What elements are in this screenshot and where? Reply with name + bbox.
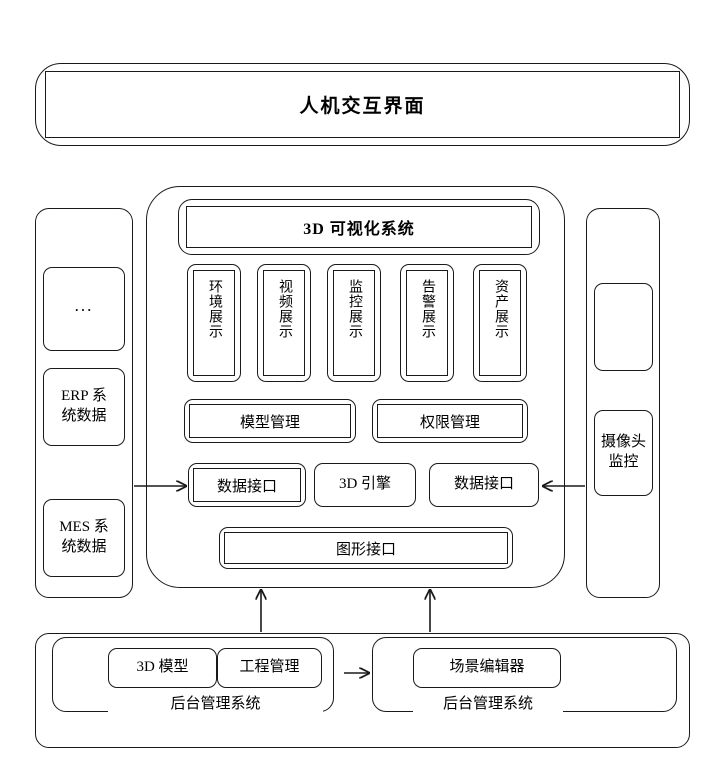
data-source-item-ellipsis[interactable]: ... [43, 267, 125, 351]
3d-engine[interactable]: 3D 引擎 [314, 463, 416, 507]
backend-item-project-management[interactable]: 工程管理 [217, 648, 322, 688]
display-module-video-label: 视频展示 [277, 279, 292, 339]
display-module-alarm-inner: 告警展示 [406, 270, 448, 376]
display-module-monitoring-inner: 监控展示 [333, 270, 375, 376]
backend-panel-right-caption: 后台管理系统 [413, 691, 563, 713]
graphics-interface-label: 图形接口 [224, 532, 508, 564]
camera-source-column [586, 208, 660, 598]
display-module-video-inner: 视频展示 [263, 270, 305, 376]
display-module-asset-label: 资产展示 [493, 279, 508, 339]
data-source-item-mes[interactable]: MES 系 统数据 [43, 499, 125, 577]
camera-source-item-empty[interactable] [594, 283, 653, 371]
data-interface-left-label: 数据接口 [193, 468, 301, 502]
display-module-monitoring-label: 监控展示 [347, 279, 362, 339]
backend-item-scene-editor[interactable]: 场景编辑器 [413, 648, 561, 688]
permission-management-label: 权限管理 [377, 404, 523, 438]
display-module-alarm-label: 告警展示 [420, 279, 435, 339]
hci-interface-title: 人机交互界面 [45, 71, 680, 138]
3d-visualization-system-label: 3D 可视化系统 [186, 206, 532, 248]
model-management-label: 模型管理 [189, 404, 351, 438]
display-module-environment-label: 环境展示 [207, 279, 222, 339]
data-source-item-erp[interactable]: ERP 系 统数据 [43, 368, 125, 446]
camera-source-item-camera[interactable]: 摄像头 监控 [594, 410, 653, 496]
display-module-environment-inner: 环境展示 [193, 270, 235, 376]
ellipsis-label: ... [74, 295, 94, 315]
data-interface-right[interactable]: 数据接口 [429, 463, 539, 507]
backend-item-3d-model[interactable]: 3D 模型 [108, 648, 217, 688]
display-module-asset-inner: 资产展示 [479, 270, 521, 376]
backend-panel-left-caption: 后台管理系统 [108, 691, 323, 713]
